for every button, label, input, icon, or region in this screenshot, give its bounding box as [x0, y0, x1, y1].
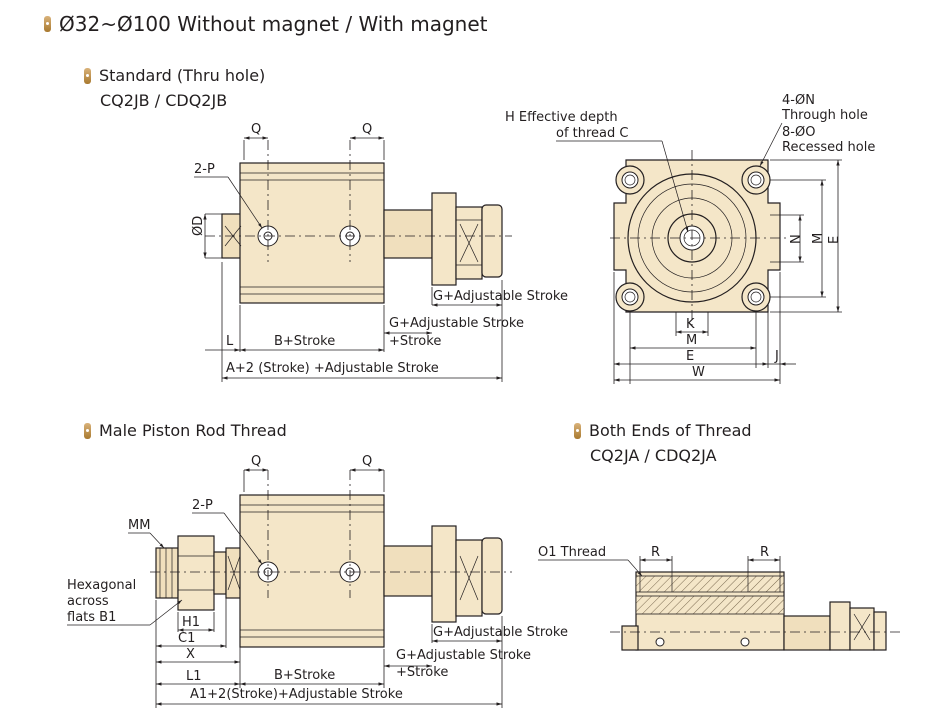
- standard-heading-text: Standard (Thru hole): [99, 66, 266, 85]
- h-label-2: of thread C: [556, 126, 628, 141]
- a-label: A+2 (Stroke) +Adjustable Stroke: [226, 361, 439, 376]
- bullet-icon: [84, 422, 91, 439]
- adjust-flange: [431, 525, 457, 623]
- a1-label: A1+2(Stroke)+Adjustable Stroke: [190, 687, 403, 702]
- mounting-hole: [747, 171, 765, 189]
- o1-thread-label: O1 Thread: [538, 545, 606, 560]
- male-thread-side-view: [150, 470, 512, 648]
- both-ends-section-view: [610, 571, 900, 651]
- port-label: 2-P: [194, 162, 215, 177]
- n-dim-label: N: [789, 234, 804, 244]
- g-stroke-label: G+Adjustable Stroke: [396, 648, 531, 663]
- adjust-cap: [481, 537, 503, 615]
- piston-rod: [383, 545, 433, 597]
- mounting-hole: [747, 288, 765, 306]
- adjust-flange: [431, 192, 457, 286]
- male-thread-dimensions: Q Q 2-P MM Hexagonal across flats B1 H1 …: [67, 454, 568, 708]
- standard-models: CQ2JB / CDQ2JB: [100, 91, 228, 110]
- piston-rod: [383, 209, 433, 259]
- bullet-icon: [84, 67, 91, 84]
- diameter-label: ØD: [191, 216, 206, 236]
- g-label: G+Adjustable Stroke: [433, 289, 568, 304]
- bullet-icon: [574, 422, 581, 439]
- male-heading-text: Male Piston Rod Thread: [99, 421, 287, 440]
- end-view-dimensions: H Effective depth of thread C 4-ØN Throu…: [505, 93, 875, 384]
- hex-label-1: Hexagonal: [67, 578, 136, 593]
- h-label: H Effective depth: [505, 110, 618, 125]
- hex-label-2: across: [67, 594, 109, 609]
- male-thread: [155, 547, 179, 599]
- m-dim-label: M: [811, 233, 826, 244]
- c1-label: C1: [178, 631, 195, 646]
- g-stroke-suffix: +Stroke: [389, 334, 441, 349]
- standard-side-view: [205, 140, 512, 304]
- mounting-hole: [621, 171, 639, 189]
- both-ends-heading: Both Ends of Thread: [574, 421, 752, 440]
- standard-side-dimensions: Q Q 2-P ØD G+Adjustable Stroke L B+Strok…: [191, 122, 568, 382]
- q-label: Q: [362, 122, 372, 137]
- port-label: 2-P: [192, 498, 213, 513]
- bullet-icon: [44, 16, 51, 32]
- main-heading-text: Ø32~Ø100 Without magnet / With magnet: [59, 12, 488, 36]
- l1-label: L1: [186, 669, 202, 684]
- r-label: R: [760, 545, 769, 560]
- l-label: L: [226, 334, 234, 349]
- b-label: B+Stroke: [274, 668, 335, 683]
- mm-label: MM: [128, 518, 150, 533]
- g-stroke-suffix: +Stroke: [396, 665, 448, 680]
- o-hole-label: 8-ØO: [782, 125, 815, 140]
- q-label: Q: [251, 454, 261, 469]
- r-label: R: [651, 545, 660, 560]
- both-ends-models: CQ2JA / CDQ2JA: [590, 446, 717, 465]
- both-ends-heading-text: Both Ends of Thread: [589, 421, 752, 440]
- h1-label: H1: [182, 615, 200, 630]
- q-label: Q: [251, 122, 261, 137]
- e-dim-label: E: [827, 236, 842, 244]
- hex-label-3: flats B1: [67, 610, 116, 625]
- end-view: [610, 150, 790, 330]
- both-ends-dimensions: O1 Thread R R: [538, 545, 781, 577]
- g-label: G+Adjustable Stroke: [433, 625, 568, 640]
- male-heading: Male Piston Rod Thread: [84, 421, 287, 440]
- x-label: X: [186, 647, 195, 662]
- q-label: Q: [362, 454, 372, 469]
- n-hole-label: 4-ØN: [782, 93, 815, 108]
- k-label: K: [686, 317, 695, 332]
- g-stroke-label: G+Adjustable Stroke: [389, 316, 524, 331]
- piston-rod: [783, 615, 831, 651]
- b-label: B+Stroke: [274, 334, 335, 349]
- hex-nut: [177, 535, 215, 611]
- m-h-label: M: [686, 333, 697, 348]
- standard-heading: Standard (Thru hole): [84, 66, 265, 85]
- o-hole-label-2: Recessed hole: [782, 140, 875, 155]
- n-hole-label-2: Through hole: [781, 108, 868, 123]
- mounting-hole: [621, 288, 639, 306]
- adjust-cap: [481, 204, 503, 278]
- main-heading: Ø32~Ø100 Without magnet / With magnet: [44, 12, 487, 36]
- j-label: J: [774, 349, 779, 364]
- w-label: W: [692, 365, 705, 380]
- e-h-label: E: [686, 349, 694, 364]
